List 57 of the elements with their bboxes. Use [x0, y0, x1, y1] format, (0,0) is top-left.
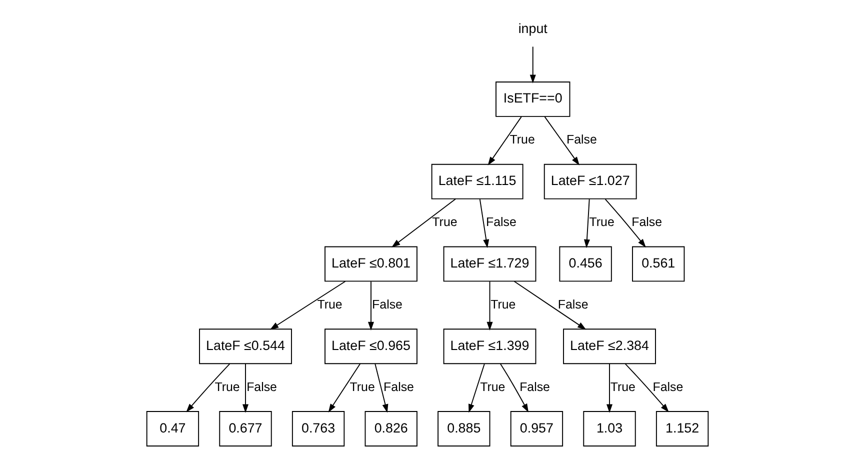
node-box: LateF ≤1.729: [442, 246, 536, 282]
edge-label: False: [557, 297, 588, 312]
arrow: [468, 364, 484, 413]
arrow: [529, 46, 536, 84]
arrow: [624, 363, 668, 412]
node-box: 0.456: [558, 246, 612, 282]
edge-label: True: [349, 380, 374, 394]
node-box: LateF ≤2.384: [562, 328, 656, 364]
node-box: 0.677: [218, 411, 272, 446]
edge-label: True: [432, 215, 457, 230]
arrow: [269, 280, 346, 330]
edge-label: True: [509, 132, 534, 147]
edge-label: True: [316, 297, 342, 312]
arrow: [374, 364, 388, 413]
arrow: [391, 198, 456, 248]
node-box: LateF ≤0.801: [324, 246, 417, 282]
node-text: input: [518, 20, 547, 36]
node-box: IsETF==0: [495, 81, 570, 117]
node-box: 0.47: [146, 411, 199, 446]
node-box: LateF ≤1.115: [430, 164, 523, 200]
arrow: [544, 116, 579, 166]
edge-label: False: [652, 380, 683, 394]
arrow: [499, 363, 528, 412]
edge-label: True: [480, 380, 505, 394]
edge-label: True: [214, 380, 240, 394]
node-box: 0.763: [291, 411, 344, 446]
arrow: [367, 281, 374, 330]
edge-label: False: [486, 215, 516, 230]
node-box: 0.826: [364, 411, 417, 446]
arrow: [513, 280, 586, 330]
node-box: 1.03: [582, 411, 636, 446]
node-box: LateF ≤0.965: [324, 328, 417, 364]
arrow: [328, 363, 360, 412]
edge-label: False: [566, 132, 596, 147]
arrow: [487, 116, 522, 166]
edge-label: True: [490, 297, 516, 312]
arrow: [186, 363, 230, 412]
node-box: 0.957: [510, 411, 563, 446]
node-box: 1.152: [655, 411, 708, 446]
edge-label: False: [246, 380, 276, 394]
node-box: LateF ≤0.544: [198, 328, 292, 364]
arrow: [486, 281, 492, 330]
arrow: [604, 198, 646, 248]
edge-label: False: [631, 215, 662, 230]
arrow: [478, 198, 489, 248]
edge-label: True: [610, 380, 635, 394]
arrow: [583, 198, 590, 248]
node-box: LateF ≤1.027: [543, 164, 636, 200]
node-box: 0.561: [632, 246, 684, 282]
edge-label: False: [519, 380, 550, 394]
node-box: LateF ≤1.399: [442, 328, 536, 364]
node-box: 0.885: [437, 411, 490, 446]
arrow: [242, 364, 248, 413]
edge-label: False: [383, 380, 414, 394]
edge-label: False: [372, 297, 402, 312]
edge-label: True: [588, 215, 614, 230]
arrow: [606, 364, 612, 413]
